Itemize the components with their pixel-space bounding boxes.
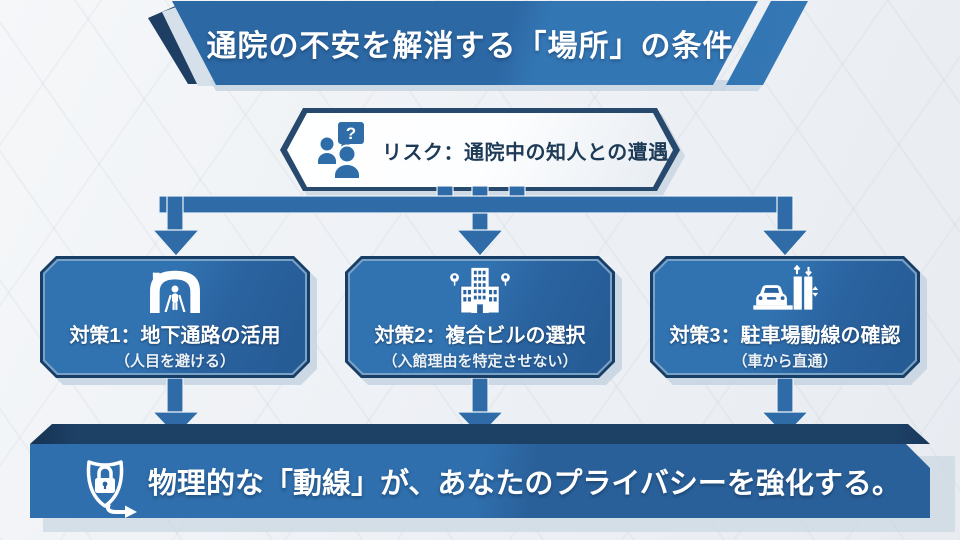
tunnel-pedestrian-icon (150, 270, 200, 313)
strategy-box-3: 対策3：駐車場動線の確認 （車から直通） (650, 256, 920, 378)
conclusion-text: 物理的な「動線」が、あなたのプライバシーを強化する。 (148, 468, 901, 500)
strategy-box-2: 対策2：複合ビルの選択 （入館理由を特定させない） (345, 256, 615, 378)
strategy-3-title: 対策3：駐車場動線の確認 (669, 325, 901, 347)
page-title: 通院の不安を解消する「場所」の条件 (206, 30, 734, 63)
connector-top-arrows (0, 186, 960, 258)
strategy-1-subtitle: （人目を避ける） (114, 353, 235, 370)
strategy-2-subtitle: （入館理由を特定させない） (382, 353, 578, 370)
strategy-3-subtitle: （車から直通） (732, 353, 838, 370)
strategy-1-title: 対策1：地下通路の活用 (69, 325, 281, 347)
box-fill (45, 261, 305, 373)
risk-hexagon: ? リスク：通院中の知人との遭遇 (270, 100, 690, 200)
conclusion-banner: 物理的な「動線」が、あなたのプライバシーを強化する。 (20, 410, 960, 532)
svg-text:?: ? (346, 124, 356, 143)
mixed-use-building-icon (450, 267, 510, 313)
car-elevator-icon (753, 265, 819, 310)
title-banner-body (172, 1, 758, 85)
strategy-box-1: 対策1：地下通路の活用 （人目を避ける） (40, 256, 310, 378)
risk-label: リスク：通院中の知人との遭遇 (382, 141, 669, 164)
title-banner: 通院の不安を解消する「場所」の条件 (140, 0, 840, 96)
conclusion-banner-body (30, 444, 930, 518)
shield-lock-arrow-icon (86, 460, 137, 518)
title-banner-stripe-shadow (720, 83, 764, 91)
title-banner-shadow (210, 80, 732, 91)
box-fill (655, 261, 915, 373)
conclusion-banner-bevel (30, 424, 930, 444)
strategy-2-title: 対策2：複合ビルの選択 (374, 325, 586, 347)
people-question-icon: ? (318, 122, 364, 180)
